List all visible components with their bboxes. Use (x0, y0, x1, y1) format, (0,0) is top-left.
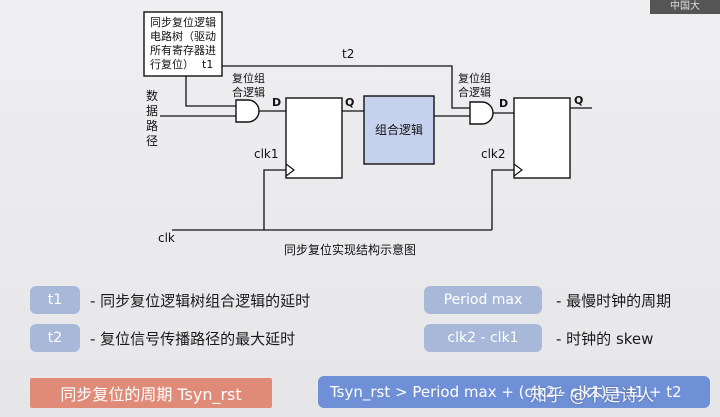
data-path-char-2: 据 (146, 104, 158, 118)
tree-line-3: 所有寄存器进 (150, 43, 216, 57)
tree-t1: t1 (202, 58, 213, 71)
flipflop-1 (285, 97, 343, 179)
flipflop-2 (513, 97, 571, 179)
comb-logic-label: 组合逻辑 (375, 122, 423, 137)
data-path-char-1: 数 (146, 88, 158, 103)
clk-label: clk (158, 231, 175, 245)
legend-desc-clk-skew: - 时钟的 skew (556, 329, 654, 348)
and-gate-2 (469, 101, 494, 125)
clk2-label: clk2 (481, 147, 506, 161)
sync-reset-diagram: 同步复位逻辑 电路树（驱动 所有寄存器进 行复位） t1 t2 复位组 合逻辑 … (143, 11, 592, 257)
reset-wire-1 (185, 76, 236, 107)
reset-logic-label-2a: 复位组 (458, 71, 491, 85)
data-path-char-3: 路 (146, 118, 158, 133)
sync-reset-period-label: 同步复位的周期 Tsyn_rst (30, 378, 272, 408)
legend-desc-t2: - 复位信号传播路径的最大延时 (90, 329, 296, 348)
t2-reset-wire (222, 65, 470, 109)
clk1-wire (263, 169, 286, 230)
ff1-clk-marker (285, 163, 295, 177)
corner-logo: 中国大 (650, 0, 720, 14)
diagram-caption: 同步复位实现结构示意图 (284, 242, 416, 257)
legend-tag-t1: t1 (30, 286, 80, 314)
comb-logic-block (363, 95, 435, 165)
and-gate-1 (235, 99, 260, 123)
legend-desc-period-max: - 最慢时钟的周期 (556, 291, 672, 310)
t2-label: t2 (342, 47, 354, 61)
q1-label: Q (345, 96, 354, 109)
legend-tag-clk-skew: clk2 - clk1 (424, 324, 542, 352)
clk1-label: clk1 (254, 147, 279, 161)
legend-tag-period-max: Period max (424, 286, 542, 314)
d2-label: D (499, 97, 508, 110)
ff2-clk-marker (513, 163, 523, 177)
reset-logic-label-1b: 合逻辑 (232, 85, 265, 99)
tree-line-2: 电路树（驱动 (150, 29, 216, 43)
data-path-char-4: 径 (146, 134, 158, 148)
tree-line-4: 行复位） (150, 57, 194, 71)
reset-logic-label-1a: 复位组 (232, 71, 265, 85)
clk2-wire (491, 169, 514, 230)
watermark: 知乎 @不是诗人 (530, 386, 655, 406)
reset-tree-box (143, 11, 223, 77)
legend-desc-t1: - 同步复位逻辑树组合逻辑的延时 (90, 291, 311, 310)
d1-label: D (272, 96, 281, 109)
q2-label: Q (574, 94, 583, 107)
reset-logic-label-2b: 合逻辑 (458, 85, 491, 99)
legend-tag-t2: t2 (30, 324, 80, 352)
tree-line-1: 同步复位逻辑 (150, 15, 216, 29)
timing-formula: Tsyn_rst > Period max + (clk2 - clk1) + … (318, 376, 710, 408)
